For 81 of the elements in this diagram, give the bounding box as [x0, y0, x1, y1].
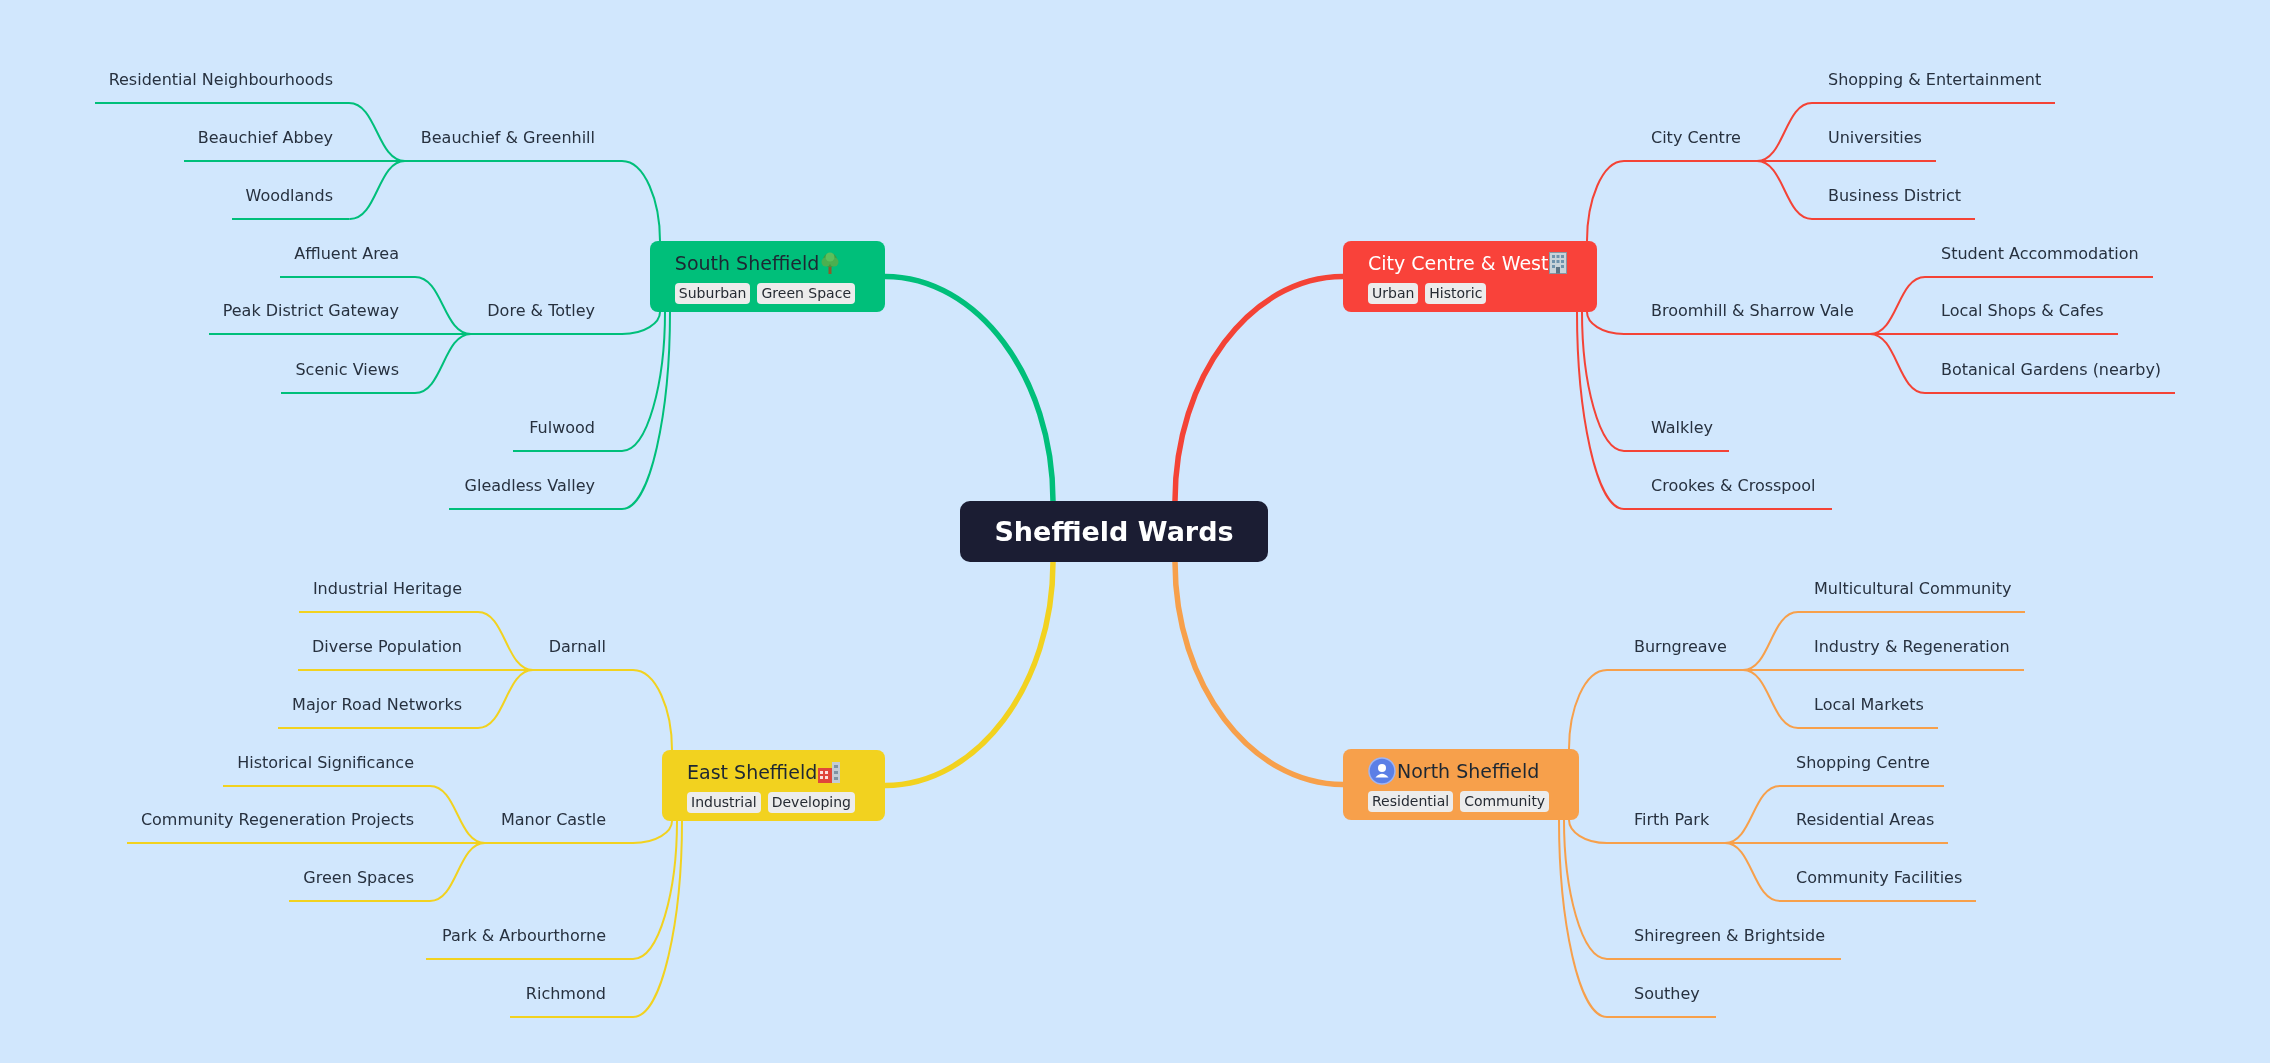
topic-label: City Centre [1624, 124, 1757, 162]
subtopic-label: Peak District Gateway [208, 297, 415, 335]
subtopic-label: Affluent Area [280, 240, 415, 278]
topic-label: Gleadless Valley [448, 472, 622, 510]
connector-line [429, 842, 486, 902]
subtopic-label: Green Spaces [289, 864, 430, 902]
connector-line [1576, 311, 1625, 510]
tag-label: Residential [1368, 791, 1454, 812]
topic-label: Firth Park [1607, 806, 1726, 844]
connector-line [632, 820, 678, 960]
connector-line [1586, 160, 1625, 242]
subtopic-label: Universities [1812, 124, 1936, 162]
subtopic-label: Beauchief Abbey [183, 124, 349, 162]
connector-line [1869, 333, 1926, 394]
topic-label: Southey [1607, 980, 1716, 1018]
branch-title: South Sheffield [674, 251, 820, 275]
topic-label: Broomhill & Sharrow Vale [1624, 297, 1870, 335]
branch-box [649, 241, 885, 312]
subtopic-label: Shopping Centre [1780, 749, 1944, 787]
branch-box [1343, 749, 1580, 820]
connector-line [1756, 160, 1813, 220]
topic-label: Park & Arbourthorne [426, 922, 633, 960]
connector-line [1724, 842, 1781, 902]
connector-line [477, 669, 534, 729]
connector-line [349, 160, 406, 220]
subtopic-label: Woodlands [231, 182, 349, 220]
subtopic-label: Industry & Regeneration [1798, 633, 2024, 671]
branch-box [1343, 241, 1598, 312]
tag-label: Community [1460, 791, 1550, 812]
topic-label: Walkley [1624, 414, 1730, 452]
topic-label: Burngreave [1607, 633, 1743, 671]
branch-box [662, 750, 885, 821]
topic-label: Dore & Totley [471, 297, 622, 335]
connector-line [1558, 819, 1608, 1018]
connector-line [621, 311, 671, 510]
tag-label: Industrial [687, 792, 761, 813]
subtopic-label: Industrial Heritage [298, 575, 478, 613]
connector-line [1568, 819, 1608, 844]
topic-label: Darnall [532, 633, 633, 671]
subtopic-label: Local Shops & Cafes [1925, 297, 2118, 335]
topic-label: Manor Castle [484, 806, 633, 844]
connector-line [621, 311, 661, 335]
branch-title: North Sheffield [1397, 759, 1540, 783]
tag-label: Suburban [674, 283, 751, 304]
connector-line [632, 669, 673, 751]
subtopic-label: Historical Significance [223, 749, 430, 787]
subtopic-label: Residential Neighbourhoods [94, 66, 349, 104]
subtopic-label: Local Markets [1798, 691, 1938, 729]
subtopic-label: Major Road Networks [278, 691, 478, 729]
subtopic-label: Residential Areas [1780, 806, 1949, 844]
connector-line [414, 333, 472, 394]
connector-line [632, 820, 683, 1018]
connector-line [1742, 669, 1799, 729]
connector-line [1568, 669, 1608, 750]
branch-title: City Centre & West [1368, 251, 1549, 275]
subtopic-label: Community Regeneration Projects [126, 806, 430, 844]
subtopic-label: Diverse Population [298, 633, 478, 671]
connector-line [1563, 819, 1608, 960]
connector-line [621, 311, 666, 452]
connector-line [621, 160, 661, 242]
tag-label: Green Space [757, 283, 855, 304]
connector-line [632, 820, 673, 844]
tag-label: Developing [767, 792, 855, 813]
connector-line [1581, 311, 1625, 452]
subtopic-label: Business District [1812, 182, 1976, 220]
subtopic-label: Scenic Views [281, 356, 415, 394]
tag-label: Historic [1425, 283, 1487, 304]
tag-label: Urban [1368, 283, 1419, 304]
topic-label: Fulwood [513, 414, 622, 452]
topic-label: Crookes & Crosspool [1624, 472, 1832, 510]
topic-label: Richmond [509, 980, 633, 1018]
central-topic: Sheffield Wards [960, 501, 1268, 562]
topic-label: Shiregreen & Brightside [1607, 922, 1842, 960]
subtopic-label: Multicultural Community [1798, 575, 2026, 613]
subtopic-label: Botanical Gardens (nearby) [1925, 356, 2176, 394]
subtopic-label: Community Facilities [1780, 864, 1977, 902]
connector-line [1586, 311, 1625, 335]
branch-title: East Sheffield [687, 760, 818, 784]
subtopic-label: Shopping & Entertainment [1812, 66, 2056, 104]
topic-label: Beauchief & Greenhill [404, 124, 622, 162]
subtopic-label: Student Accommodation [1925, 240, 2153, 278]
